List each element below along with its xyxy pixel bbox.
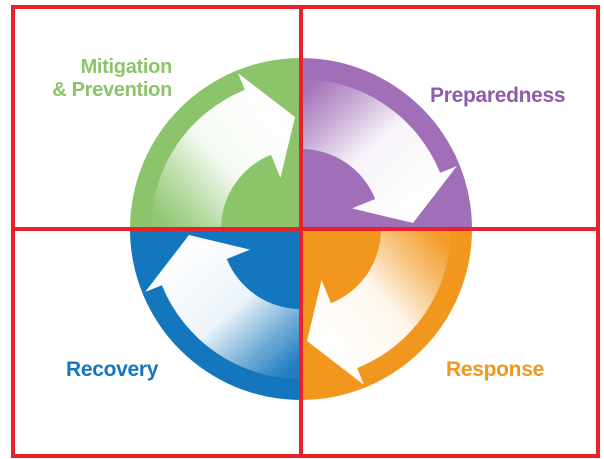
- grid-border: [11, 5, 600, 458]
- label-mitigation-line2: & Prevention: [52, 79, 172, 101]
- label-mitigation-prevention: Mitigation & Prevention: [18, 56, 172, 102]
- label-response: Response: [446, 358, 544, 381]
- label-preparedness: Preparedness: [430, 84, 566, 107]
- label-mitigation-line1: Mitigation: [80, 56, 173, 78]
- label-recovery: Recovery: [66, 358, 159, 381]
- grid-horizontal-line: [11, 227, 600, 231]
- grid-vertical-line: [299, 5, 303, 458]
